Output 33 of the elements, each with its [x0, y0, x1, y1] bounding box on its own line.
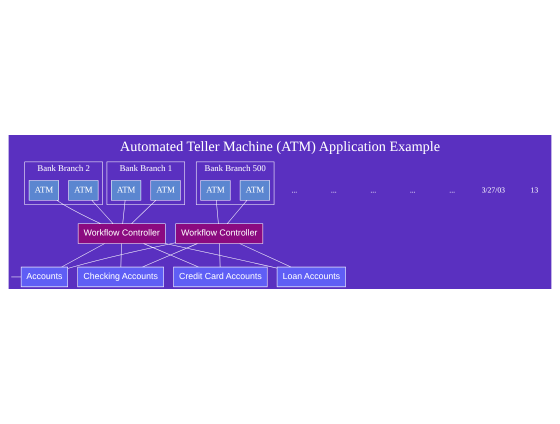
label: ...	[291, 185, 298, 194]
node-box: Credit Card Accounts	[173, 266, 268, 288]
node-box: ATM	[200, 180, 230, 200]
connector	[120, 243, 122, 268]
connector	[239, 243, 292, 268]
connector	[165, 243, 278, 268]
node-box: Workflow Controller	[78, 224, 166, 244]
connector	[61, 243, 105, 268]
label: ...	[410, 185, 416, 194]
node-box: Workflow Controller	[175, 224, 264, 244]
connector	[11, 276, 22, 278]
connector	[122, 200, 126, 224]
connector	[92, 200, 114, 224]
node-box: ATM	[111, 180, 142, 200]
label: ...	[370, 185, 376, 194]
label: ...	[449, 185, 456, 194]
diagram-title: Automated Teller Machine (ATM) Application Example	[120, 138, 440, 155]
node-box: Checking Accounts	[77, 266, 164, 288]
label: 13	[530, 185, 538, 194]
node-box: ATM	[28, 180, 59, 200]
node-box: ATM	[240, 180, 270, 200]
label: 3/27/03	[482, 185, 505, 194]
connector	[216, 200, 219, 224]
connector	[226, 200, 248, 224]
node-box: ATM	[68, 180, 98, 200]
connector	[56, 200, 101, 224]
node-box: ATM	[150, 180, 181, 200]
node-box: Accounts	[20, 266, 68, 288]
connector	[131, 200, 156, 224]
label: ...	[330, 185, 337, 194]
connector	[68, 242, 176, 269]
connector	[219, 243, 220, 268]
node-box: Loan Accounts	[276, 266, 346, 288]
